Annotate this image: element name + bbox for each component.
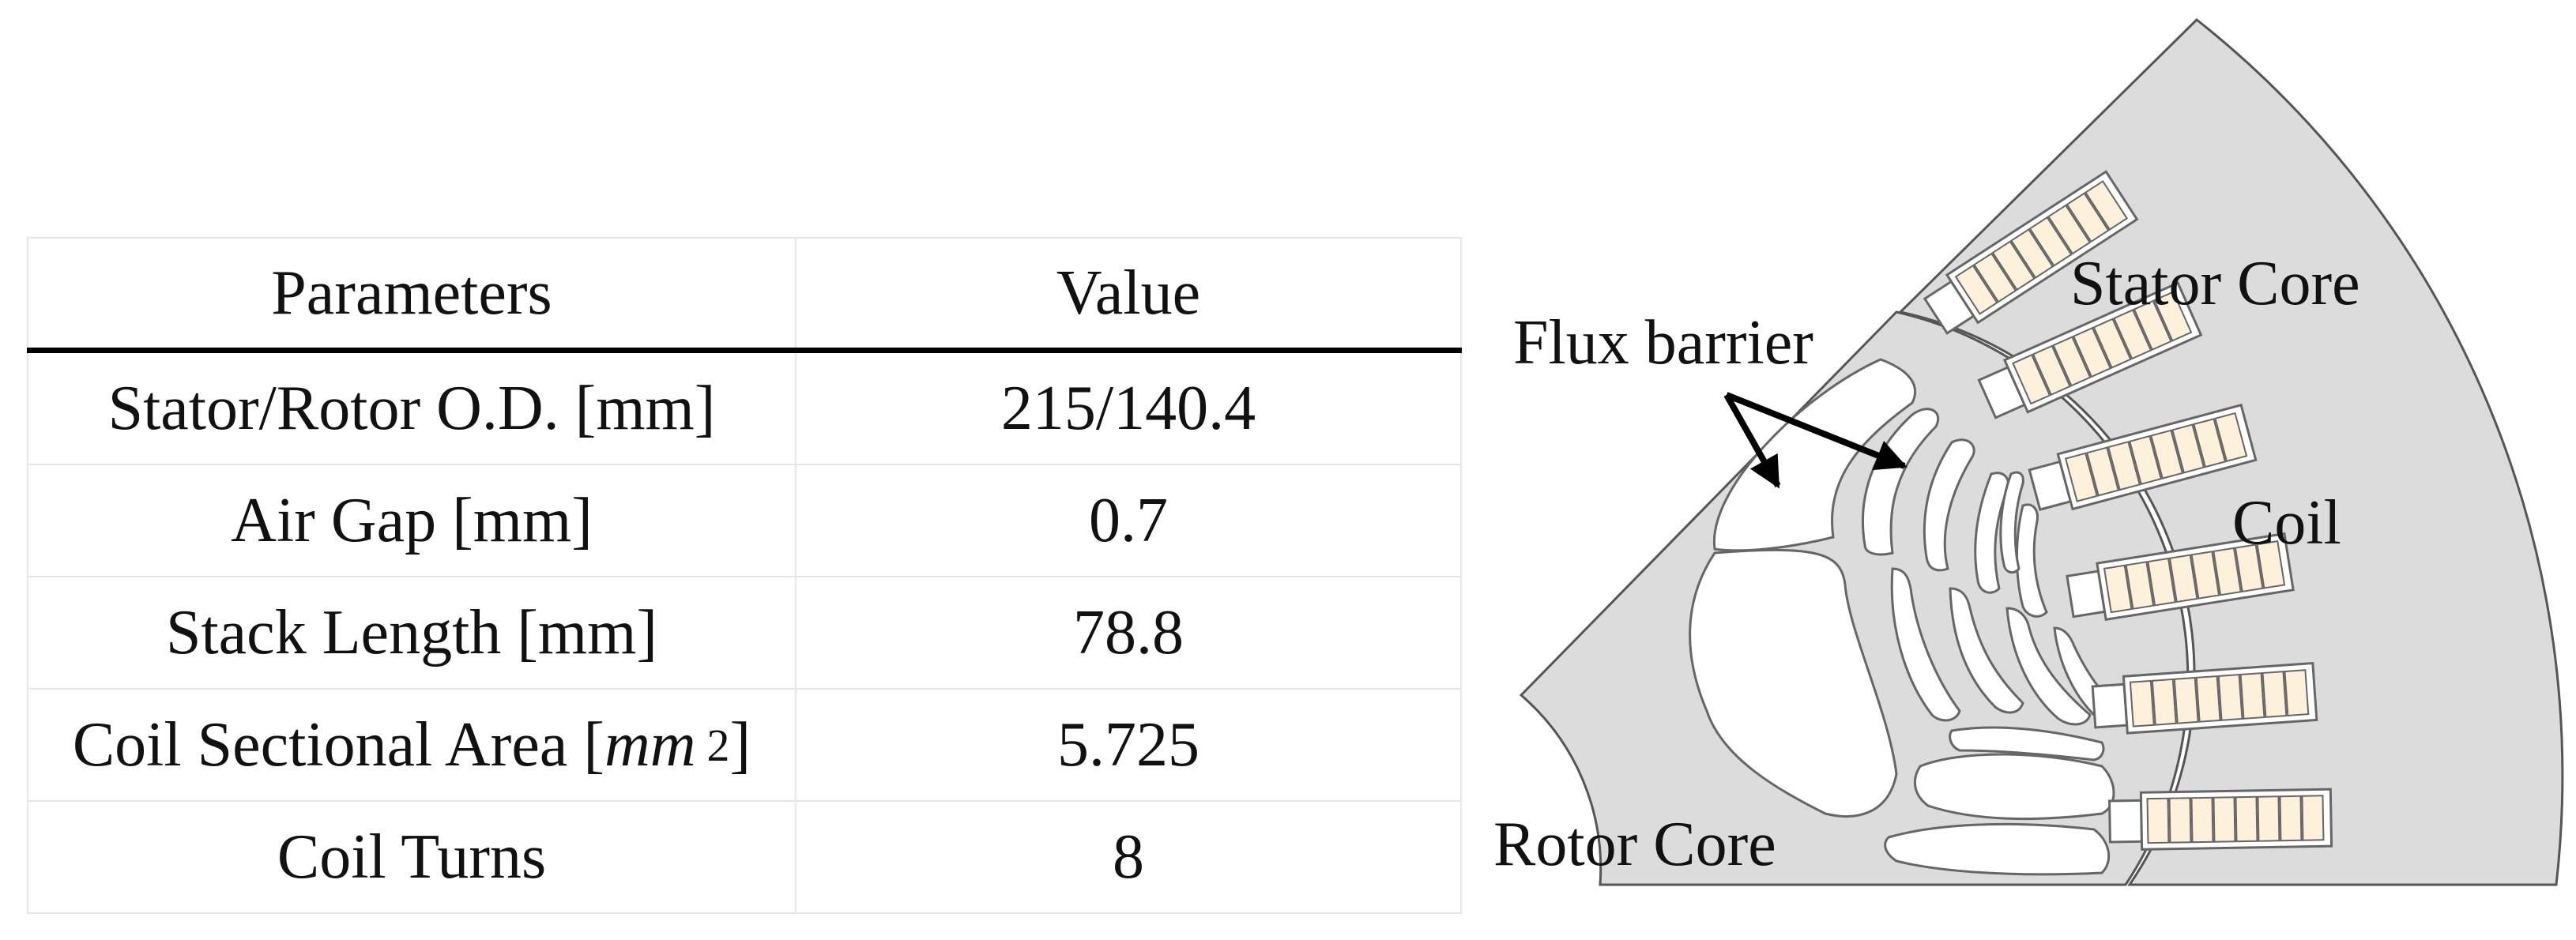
label-stator-core: Stator Core xyxy=(2070,249,2360,318)
stator-slot xyxy=(1923,170,2139,335)
stator-slot xyxy=(2091,661,2318,735)
stator-slots xyxy=(1923,170,2333,851)
table-header-row: Parameters Value xyxy=(27,237,1462,353)
table-row: Stator/Rotor O.D. [mm] 215/140.4 xyxy=(27,349,1462,465)
row-value: 8 xyxy=(795,800,1462,914)
header-parameters: Parameters xyxy=(27,237,797,353)
table-row: Air Gap [mm] 0.7 xyxy=(27,464,1462,577)
row-value: 0.7 xyxy=(795,464,1462,577)
unit-text: mm xyxy=(604,709,696,780)
stator-slot xyxy=(2108,788,2333,851)
table-row: Coil Turns 8 xyxy=(27,800,1462,914)
label-flux-barrier: Flux barrier xyxy=(1513,308,1813,378)
label-rotor-core: Rotor Core xyxy=(1493,810,1776,879)
bracket-close: ] xyxy=(729,709,751,780)
row-value: 5.725 xyxy=(795,688,1462,802)
row-parameter: Stack Length [mm] xyxy=(27,576,797,690)
stator-slot xyxy=(2066,532,2295,622)
row-parameter: Air Gap [mm] xyxy=(27,464,797,577)
flux-barriers xyxy=(1689,358,2123,876)
row-parameter: Stator/Rotor O.D. [mm] xyxy=(27,349,797,465)
header-value: Value xyxy=(795,237,1462,353)
unit-superscript: 2 xyxy=(706,719,730,771)
stator-slot xyxy=(1977,281,2203,419)
flux-barrier-arrows xyxy=(1723,392,1908,489)
stator-slot xyxy=(2028,403,2258,511)
parameter-text: Coil Sectional Area [ xyxy=(72,709,604,780)
row-value: 215/140.4 xyxy=(795,349,1462,465)
arrow-to-barrier-left xyxy=(1723,393,1781,489)
label-coil: Coil xyxy=(2232,488,2341,558)
row-parameter: Coil Turns xyxy=(27,800,797,914)
arrow-to-barrier-right xyxy=(1725,392,1908,471)
motor-parameters-table: Parameters Value Stator/Rotor O.D. [mm] … xyxy=(27,237,1462,914)
table-row: Stack Length [mm] 78.8 xyxy=(27,576,1462,690)
row-value: 78.8 xyxy=(795,576,1462,690)
